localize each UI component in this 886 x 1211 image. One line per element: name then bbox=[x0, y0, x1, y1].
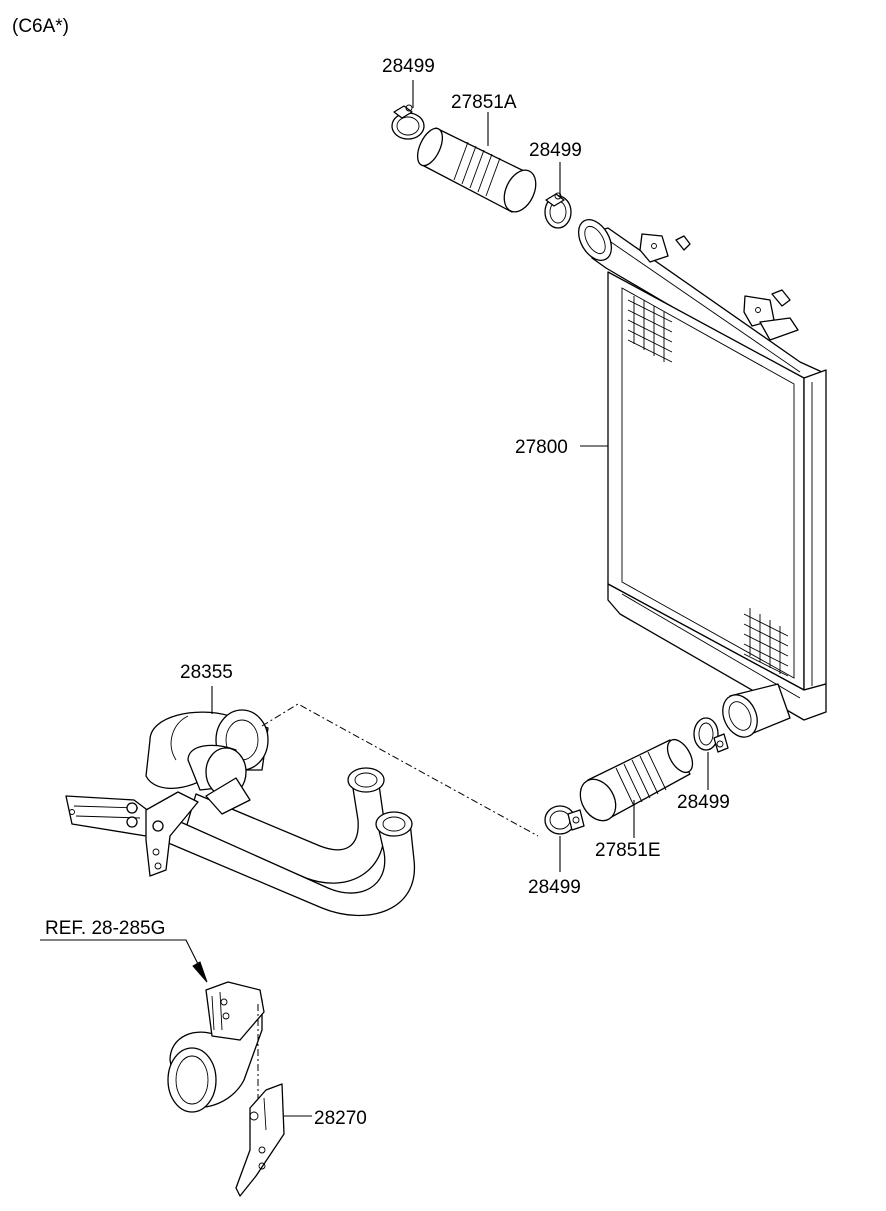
label-clamp-lower-left: 28499 bbox=[528, 877, 581, 898]
label-clamp-top-right: 28499 bbox=[529, 140, 582, 161]
clamp-28499-top-left[interactable] bbox=[391, 104, 425, 140]
clamp-28499-lower-right[interactable] bbox=[693, 717, 729, 753]
intercooler-27800[interactable] bbox=[572, 214, 827, 743]
variant-code: (C6A*) bbox=[12, 16, 69, 37]
clamp-28499-top-right[interactable] bbox=[544, 192, 572, 229]
bracket-28270[interactable] bbox=[167, 981, 285, 1197]
clamp-28499-lower-left[interactable] bbox=[544, 805, 585, 835]
label-reference[interactable]: REF. 28-285G bbox=[45, 918, 165, 939]
leader-lines bbox=[40, 80, 709, 1117]
pipe-assembly-28355[interactable] bbox=[65, 709, 416, 917]
label-clamp-top-left: 28499 bbox=[382, 56, 435, 77]
hose-27851a[interactable] bbox=[412, 125, 542, 217]
label-pipe-assembly: 28355 bbox=[180, 662, 233, 683]
hose-27851e[interactable] bbox=[573, 735, 698, 827]
label-bracket: 28270 bbox=[314, 1108, 367, 1129]
label-hose-lower: 27851E bbox=[595, 840, 661, 861]
label-hose-upper: 27851A bbox=[451, 92, 517, 113]
label-clamp-lower-right: 28499 bbox=[677, 792, 730, 813]
label-intercooler: 27800 bbox=[515, 437, 568, 458]
